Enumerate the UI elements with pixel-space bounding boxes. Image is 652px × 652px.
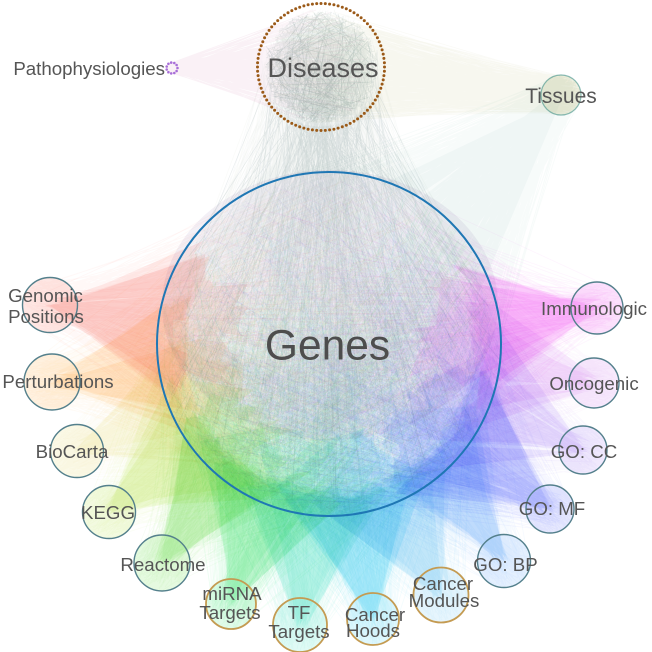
svg-text:Immunologic: Immunologic bbox=[541, 298, 647, 319]
svg-text:GO: MF: GO: MF bbox=[519, 498, 585, 519]
svg-text:Perturbations: Perturbations bbox=[2, 371, 113, 392]
svg-text:Oncogenic: Oncogenic bbox=[549, 373, 638, 394]
svg-text:Cancer: Cancer bbox=[413, 573, 473, 594]
svg-text:Reactome: Reactome bbox=[120, 554, 205, 575]
svg-text:miRNA: miRNA bbox=[202, 583, 262, 604]
svg-text:Positions: Positions bbox=[8, 306, 84, 327]
svg-text:TF: TF bbox=[288, 602, 311, 623]
svg-text:Targets: Targets bbox=[268, 621, 329, 642]
svg-text:KEGG: KEGG bbox=[81, 502, 135, 523]
svg-text:Genomic: Genomic bbox=[8, 285, 83, 306]
svg-text:Tissues: Tissues bbox=[525, 85, 597, 108]
svg-text:GO: BP: GO: BP bbox=[473, 554, 537, 575]
svg-text:Pathophysiologies: Pathophysiologies bbox=[13, 58, 165, 79]
svg-text:Targets: Targets bbox=[199, 602, 260, 623]
svg-text:BioCarta: BioCarta bbox=[36, 441, 109, 462]
svg-text:Cancer: Cancer bbox=[345, 604, 405, 625]
svg-text:Modules: Modules bbox=[409, 590, 480, 611]
svg-text:Diseases: Diseases bbox=[267, 53, 378, 83]
svg-text:GO: CC: GO: CC bbox=[551, 441, 617, 462]
svg-text:Hoods: Hoods bbox=[346, 620, 400, 641]
svg-text:Genes: Genes bbox=[265, 323, 390, 370]
